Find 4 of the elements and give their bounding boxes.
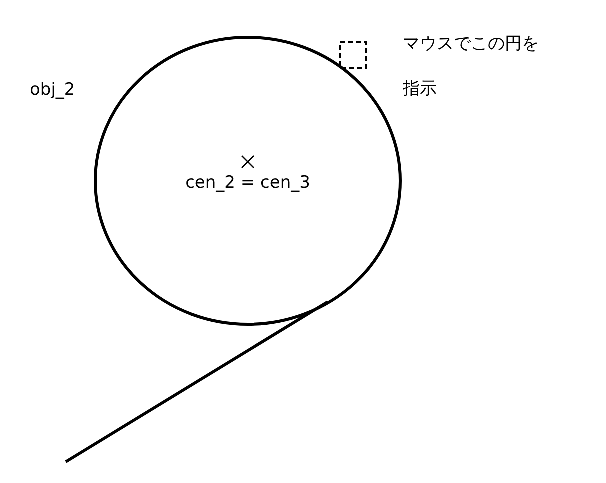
object-label: obj_2 <box>30 80 76 100</box>
node-text: cen_2 = cen_3 <box>184 173 312 193</box>
annotation-text: マウスでこの円を指示 <box>403 33 540 101</box>
circle-shape <box>94 36 402 326</box>
